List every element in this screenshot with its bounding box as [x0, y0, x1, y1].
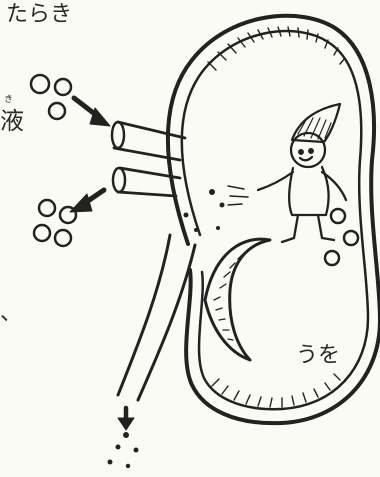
blood-cell — [344, 231, 358, 245]
blood-cell — [34, 225, 50, 241]
arrow-down-head — [118, 418, 134, 430]
blood-cell — [49, 103, 65, 119]
blood-cell — [55, 230, 71, 246]
kidney-outline-inner — [182, 31, 368, 409]
blood-cell — [31, 75, 49, 93]
renal-artery — [114, 122, 185, 160]
blood-cell — [55, 79, 71, 95]
blood-cell — [325, 251, 339, 265]
motion-lines — [228, 186, 248, 205]
blood-cell — [331, 209, 345, 223]
arrow-out-head — [70, 194, 92, 212]
ureter — [118, 235, 195, 400]
renal-artery-opening — [112, 122, 124, 148]
blood-cell — [39, 200, 55, 216]
renal-vein-opening — [113, 168, 125, 192]
